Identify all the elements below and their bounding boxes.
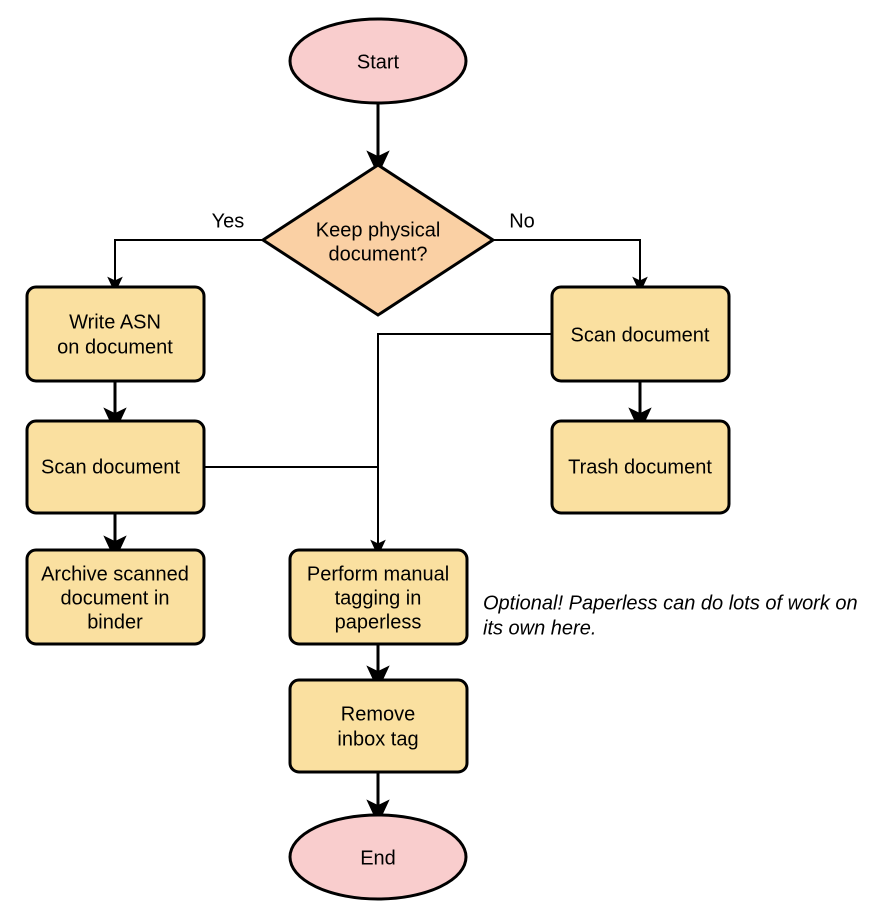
start-ellipse-shape bbox=[288, 17, 468, 105]
scan-left-label: Scan document bbox=[41, 456, 180, 478]
tagging-label-line3: paperless bbox=[335, 611, 422, 633]
decision-diamond-shape bbox=[260, 163, 496, 317]
archive-label-line3: binder bbox=[87, 611, 143, 633]
tagging-label-line1: Perform manual bbox=[307, 563, 449, 585]
node-remove-inbox-tag[interactable]: Remove inbox tag bbox=[288, 678, 469, 774]
node-perform-manual-tagging[interactable]: Perform manual tagging in paperless bbox=[288, 548, 469, 646]
scan-right-box-shape bbox=[550, 285, 731, 383]
write-asn-box-shape bbox=[25, 285, 206, 383]
archive-box-shape bbox=[25, 548, 206, 646]
trash-label: Trash document bbox=[568, 456, 712, 478]
decision-label-line1: Keep physical bbox=[316, 219, 441, 241]
node-start[interactable]: Start bbox=[288, 17, 468, 105]
end-ellipse-shape bbox=[288, 813, 468, 901]
edge-decision-yes-to-write-asn bbox=[107, 239, 263, 294]
decision-label-line2: document? bbox=[329, 243, 428, 265]
node-write-asn-on-document[interactable]: Write ASN on document bbox=[25, 285, 206, 383]
archive-label-line2: document in bbox=[61, 587, 170, 609]
write-asn-label-line1: Write ASN bbox=[69, 311, 161, 333]
scan-left-box-shape bbox=[25, 419, 206, 515]
edge-label-no: No bbox=[509, 210, 535, 232]
node-archive-scanned-document[interactable]: Archive scanned document in binder bbox=[25, 548, 206, 646]
edge-scan-right-to-tagging bbox=[370, 333, 552, 557]
annotation-line2: its own here. bbox=[483, 617, 596, 639]
edge-decision-no-to-scan-right bbox=[493, 239, 648, 294]
trash-box-shape bbox=[550, 419, 731, 515]
annotation-line1: Optional! Paperless can do lots of work … bbox=[483, 592, 858, 614]
remove-inbox-box-shape bbox=[288, 678, 469, 774]
annotation-optional-note: Optional! Paperless can do lots of work … bbox=[483, 592, 858, 639]
node-scan-document-left[interactable]: Scan document bbox=[25, 419, 206, 515]
tagging-box-shape bbox=[288, 548, 469, 646]
node-scan-document-right[interactable]: Scan document bbox=[550, 285, 731, 383]
edge-label-yes: Yes bbox=[212, 210, 245, 232]
tagging-label-line2: tagging in bbox=[335, 587, 422, 609]
archive-label-line1: Archive scanned bbox=[41, 563, 189, 585]
remove-inbox-label-line2: inbox tag bbox=[337, 728, 418, 750]
remove-inbox-label-line1: Remove bbox=[341, 703, 415, 725]
node-decision-keep-physical-document[interactable]: Keep physical document? bbox=[260, 163, 496, 317]
start-label: Start bbox=[357, 51, 400, 73]
end-label: End bbox=[360, 847, 396, 869]
scan-right-label: Scan document bbox=[571, 324, 710, 346]
node-trash-document[interactable]: Trash document bbox=[550, 419, 731, 515]
node-end[interactable]: End bbox=[288, 813, 468, 901]
write-asn-label-line2: on document bbox=[57, 336, 173, 358]
